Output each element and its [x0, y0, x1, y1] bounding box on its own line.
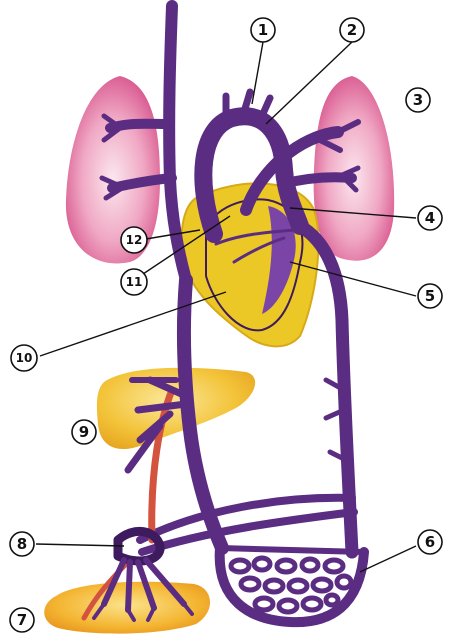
callout-11: 11	[121, 269, 147, 295]
callout-3: 3	[406, 88, 430, 112]
callout-8: 8	[10, 532, 34, 556]
svg-text:11: 11	[126, 275, 143, 289]
callout-10: 10	[11, 345, 37, 371]
callout-5: 5	[418, 284, 442, 308]
svg-text:7: 7	[17, 611, 27, 629]
svg-text:12: 12	[126, 233, 143, 247]
callout-4: 4	[418, 206, 442, 230]
svg-text:10: 10	[16, 351, 33, 365]
svg-text:5: 5	[425, 287, 435, 305]
callout-1: 1	[251, 18, 275, 42]
svg-text:6: 6	[425, 533, 435, 551]
callout-6: 6	[418, 530, 442, 554]
svg-text:3: 3	[413, 91, 423, 109]
svg-text:8: 8	[17, 535, 27, 553]
svg-text:9: 9	[79, 423, 89, 441]
svg-text:2: 2	[347, 21, 357, 39]
svg-text:1: 1	[258, 21, 268, 39]
callout-12: 12	[121, 227, 147, 253]
capillary-network	[220, 548, 364, 622]
svg-text:4: 4	[425, 209, 435, 227]
callout-7: 7	[10, 608, 34, 632]
callout-9: 9	[72, 420, 96, 444]
callout-2: 2	[340, 18, 364, 42]
